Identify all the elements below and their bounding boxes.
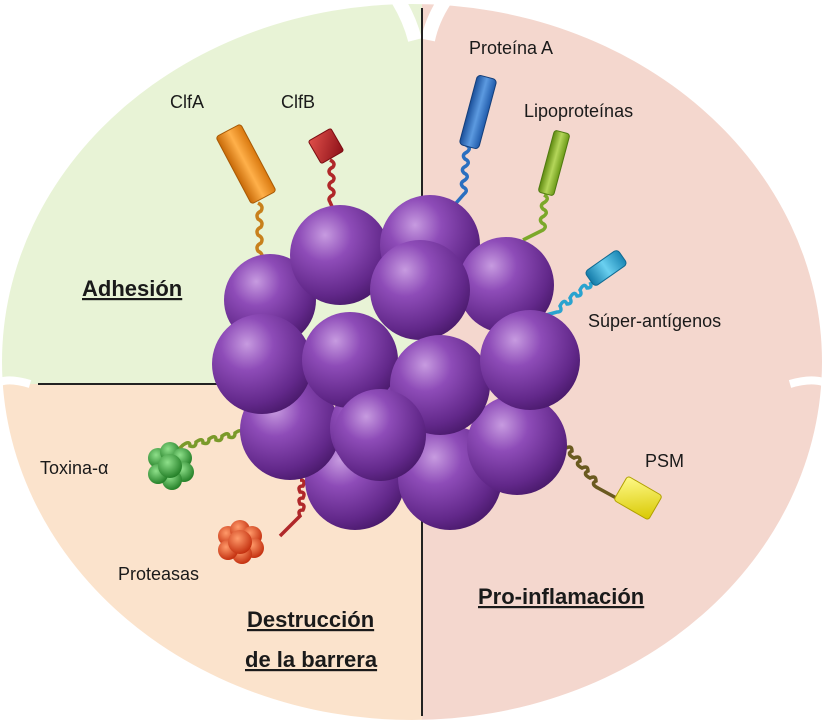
cluster-sphere — [458, 237, 554, 333]
superantigens-shape — [585, 250, 627, 286]
barrier-section-label-line1: Destrucción — [247, 607, 374, 632]
proteases-tether — [278, 478, 306, 538]
cluster-sphere — [212, 314, 312, 414]
lipoproteins-shape — [538, 130, 570, 196]
clfb-tether — [327, 158, 340, 221]
lipoproteins-tether — [522, 193, 549, 242]
clfb-shape — [308, 128, 344, 164]
clfb-label: ClfB — [281, 92, 315, 112]
alpha-toxin-shape — [148, 442, 194, 490]
cluster-sphere — [334, 389, 426, 481]
psm-shape — [614, 476, 662, 520]
superantigens-label: Súper-antígenos — [588, 311, 721, 331]
adhesion-section-label: Adhesión — [82, 276, 182, 301]
protein-a-label: Proteína A — [469, 38, 553, 58]
clfa-label: ClfA — [170, 92, 204, 112]
superantigens-tether — [534, 281, 593, 320]
protein-a-tether — [448, 143, 471, 212]
cluster-sphere — [467, 395, 567, 495]
alpha-toxin-label: Toxina-α — [40, 458, 108, 478]
cluster-sphere — [370, 240, 470, 340]
barrier-section-label-line2: de la barrera — [245, 647, 378, 672]
psm-label: PSM — [645, 451, 684, 471]
cluster-sphere — [302, 312, 398, 408]
cluster-sphere — [480, 310, 580, 410]
proteases-label: Proteasas — [118, 564, 199, 584]
protein-a-shape — [459, 75, 497, 149]
psm-tether — [565, 445, 621, 502]
proinflammation-section-label: Pro-inflamación — [478, 584, 644, 609]
clfa-shape — [216, 124, 276, 204]
lipoproteins-label: Lipoproteínas — [524, 101, 633, 121]
cluster-sphere — [290, 205, 390, 305]
proteases-shape — [218, 520, 264, 564]
alpha-toxin-tether — [165, 429, 250, 463]
bacterial-cluster — [212, 195, 580, 530]
